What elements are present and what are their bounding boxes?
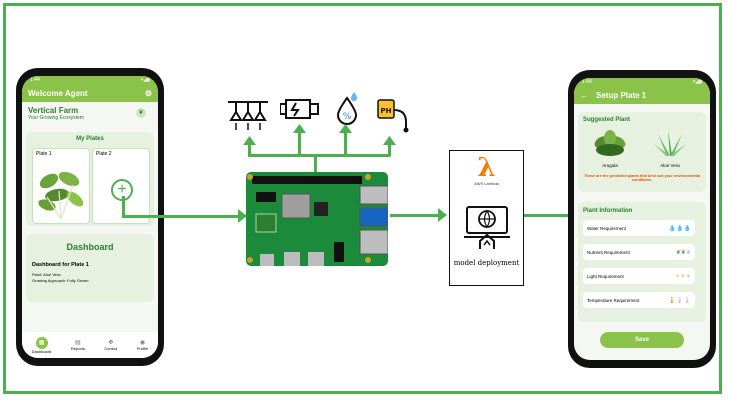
nav-label: Reports (70, 346, 85, 351)
control-icon: ✥ (108, 340, 114, 346)
suggested-title: Suggested Plant (583, 117, 631, 123)
nav-label: Dashboard (31, 348, 52, 354)
status-bar: 1:44 ▾◢▮ (574, 78, 710, 86)
gear-icon[interactable]: ⚙ (144, 88, 152, 98)
status-time: 1:44 (582, 79, 592, 85)
svg-text:PH: PH (381, 107, 392, 115)
arugula-image (594, 130, 626, 156)
nav-control[interactable]: ✥ Control (104, 339, 117, 351)
aws-box: λ AWS Lambda model deployment (449, 150, 524, 286)
back-arrow-icon[interactable]: ← (580, 90, 588, 100)
plant-option-aloe-vera[interactable]: Aloe Vera (650, 128, 690, 168)
reports-icon: ▤ (75, 340, 81, 346)
status-icons: ▾◢▮ (692, 79, 702, 85)
plant-option-arugula[interactable]: Arugula (590, 128, 630, 168)
lights-icon (228, 101, 268, 130)
deployment-label: model deployment (453, 259, 520, 267)
dashboard-card: Dashboard Dashboard for Plate 1 Plant: A… (26, 234, 154, 302)
pump-motor-icon (280, 99, 319, 119)
arrow-plate-to-pi-vertical (122, 196, 125, 218)
aloe-vera-image (654, 130, 686, 156)
right-phone-screen: 1:44 ▾◢▮ ← Setup Plate 1 Suggested Plant… (574, 78, 710, 360)
nav-reports[interactable]: ▤ Reports (71, 339, 85, 351)
arrow-plate-to-pi (122, 215, 240, 218)
lambda-icon: λ (477, 153, 496, 183)
plant-line: Plant: Aloe Vera (32, 272, 61, 277)
approach-line: Growing Approach: Fully Grown (32, 278, 89, 283)
section-header: Vertical Farm Your Growing Ecosystem (28, 106, 148, 121)
sensor-bus-line (248, 154, 390, 157)
plant-name: Arugula (602, 163, 618, 168)
section-subtitle: Your Growing Ecosystem (28, 115, 84, 121)
info-row-water[interactable]: Water Requirement 💧💧💧 (583, 220, 695, 236)
bus-to-humidity (344, 130, 347, 156)
status-time: 1:44 (30, 77, 40, 83)
plate-2-card[interactable]: Plate 2 + (92, 148, 150, 224)
info-title: Plant Information (583, 208, 633, 214)
pi-to-bus-line (314, 154, 317, 174)
bus-to-lights (248, 142, 251, 156)
plate-1-label: Plate 1 (36, 151, 52, 157)
leaf-icon[interactable]: ❦ (136, 108, 146, 118)
dashboard-for: Dashboard for Plate 1 (32, 262, 89, 268)
water-drop-icon: 💧💧💧 (668, 225, 691, 232)
model-deployment-icon (464, 206, 510, 249)
suggested-plant-card: Suggested Plant Arugula Aloe (578, 112, 706, 192)
arrow-head (243, 136, 256, 145)
diagram-frame (3, 3, 722, 394)
info-row-light[interactable]: Light Requirement ☀☀☀ (583, 268, 695, 284)
plates-title: My Plates (76, 136, 104, 142)
lambda-caption: AWS Lambda (474, 181, 499, 186)
arrow-head (339, 124, 352, 133)
left-phone: 1:44 ▾◢▮ Welcome Agent ⚙ Vertical Farm Y… (16, 68, 164, 366)
arrow-head (293, 124, 306, 133)
app-bar: ← Setup Plate 1 (574, 86, 710, 104)
info-row-temperature[interactable]: Temperature Requirement 🌡🌡🌡 (583, 292, 695, 308)
ph-sensor-icon: PH (377, 99, 409, 133)
info-row-nutrient[interactable]: Nutrient Requirement ❦❦❦ (583, 244, 695, 260)
nav-label: Control (104, 346, 118, 351)
plant-image (38, 171, 84, 220)
save-button[interactable]: Save (600, 332, 684, 348)
arrow-head (383, 136, 396, 145)
bottom-nav: ▦ Dashboard ▤ Reports ✥ Control ◉ Profil… (22, 332, 158, 358)
app-title: Setup Plate 1 (596, 90, 647, 100)
status-bar: 1:44 ▾◢▮ (22, 76, 158, 84)
thermometer-icon: 🌡🌡🌡 (668, 297, 691, 304)
bus-to-ph (388, 142, 391, 156)
arrow-head (238, 209, 247, 223)
section-title: Vertical Farm (28, 106, 79, 115)
plate-2-label: Plate 2 (96, 151, 112, 157)
suggest-note: These are the predicted plants that best… (584, 174, 700, 182)
nutrient-icon: ❦❦❦ (675, 249, 691, 256)
arrow-head (438, 208, 447, 222)
right-phone: 1:44 ▾◢▮ ← Setup Plate 1 Suggested Plant… (568, 70, 716, 368)
profile-icon: ◉ (139, 340, 146, 346)
nav-label: Profile (136, 346, 149, 351)
nav-dashboard[interactable]: ▦ Dashboard (31, 336, 52, 354)
my-plates-card: My Plates Plate 1 Plate 2 + (26, 132, 154, 226)
plant-name: Aloe Vera (660, 163, 680, 168)
raspberry-pi-board (246, 172, 388, 266)
bus-to-pump (298, 130, 301, 156)
info-row-label: Light Requirement (587, 273, 624, 279)
svg-text:%: % (343, 112, 352, 122)
humidity-icon: % (336, 92, 358, 126)
status-icons: ▾◢▮ (140, 77, 150, 83)
dashboard-title: Dashboard (66, 242, 114, 252)
sun-icon: ☀☀☀ (674, 273, 691, 280)
nav-profile[interactable]: ◉ Profile (137, 339, 148, 351)
info-row-label: Temperature Requirement (587, 297, 640, 303)
app-bar: Welcome Agent ⚙ (22, 84, 158, 102)
dashboard-icon: ▦ (35, 336, 48, 349)
info-row-label: Water Requirement (587, 225, 626, 231)
left-phone-screen: 1:44 ▾◢▮ Welcome Agent ⚙ Vertical Farm Y… (22, 76, 158, 358)
arrow-pi-to-aws (390, 214, 440, 217)
app-title: Welcome Agent (28, 88, 88, 98)
info-row-label: Nutrient Requirement (587, 249, 630, 255)
plate-1-card[interactable]: Plate 1 (32, 148, 90, 224)
plant-information-card: Plant Information Water Requirement 💧💧💧 … (578, 202, 706, 322)
